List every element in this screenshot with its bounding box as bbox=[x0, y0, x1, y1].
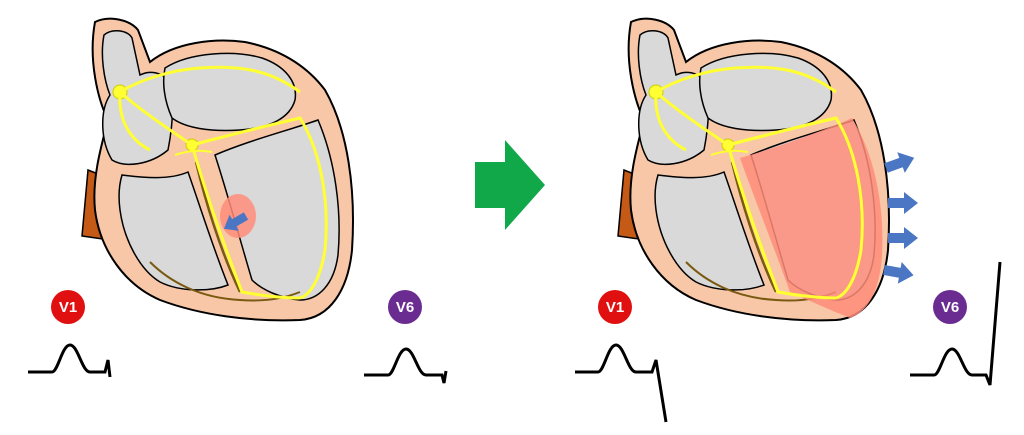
lead-label: V1 bbox=[59, 299, 77, 316]
lead-v1-left: V1 bbox=[28, 290, 112, 378]
ecg-trace bbox=[910, 261, 1002, 386]
ecg-trace bbox=[364, 347, 448, 384]
depolarization-arrow-icon bbox=[888, 227, 918, 249]
lead-label: V6 bbox=[941, 299, 959, 316]
lead-v6-left: V6 bbox=[364, 290, 448, 384]
lead-badge bbox=[933, 290, 967, 324]
lead-v6-right: V6 bbox=[910, 261, 1002, 386]
depolarization-arrow-icon bbox=[888, 192, 918, 214]
lead-badge bbox=[598, 290, 632, 324]
lead-v1-right: V1 bbox=[575, 290, 668, 423]
lead-badge bbox=[51, 290, 85, 324]
ecg-trace bbox=[575, 343, 668, 423]
lead-badge bbox=[388, 290, 422, 324]
left-panel: V1 V6 bbox=[28, 17, 448, 384]
right-panel: V1 V6 bbox=[575, 17, 1002, 423]
right-arrow-icon bbox=[475, 140, 545, 230]
ecg-trace bbox=[28, 343, 112, 378]
lead-label: V1 bbox=[606, 299, 624, 316]
depolarization-zone-right bbox=[740, 118, 883, 318]
heart-illustration-left bbox=[80, 17, 355, 322]
lead-label: V6 bbox=[396, 299, 414, 316]
depolarization-arrow-icon bbox=[882, 147, 918, 179]
